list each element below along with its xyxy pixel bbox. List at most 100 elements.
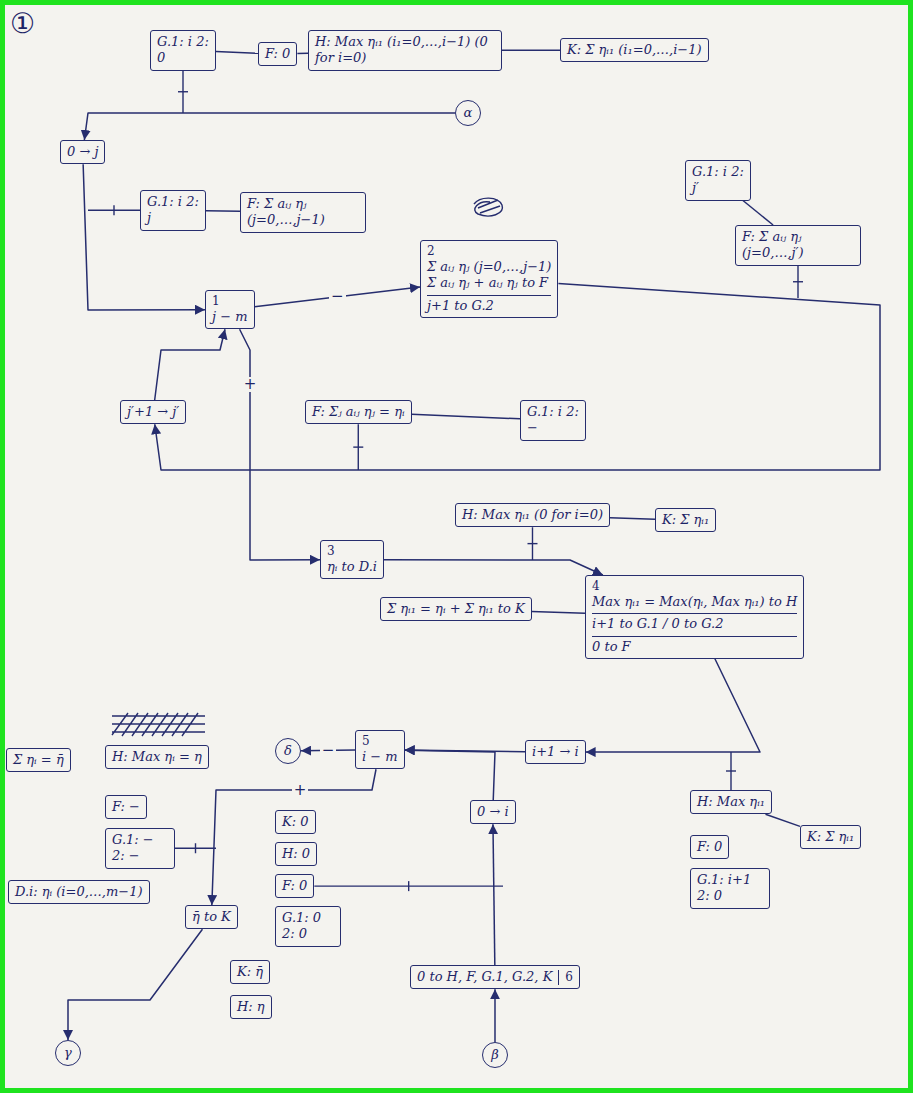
box-text: F: Σⱼ aᵢⱼ ηⱼ = ηᵢ xyxy=(312,404,405,420)
box-text: G.1: 0 2: 0 xyxy=(282,910,334,943)
storage-box: K: 0 xyxy=(275,810,316,834)
box-text: i+1 → i xyxy=(532,744,579,760)
alternative-box: 5i − m xyxy=(355,730,405,769)
page-number: ① xyxy=(10,10,35,38)
flow-arrow xyxy=(494,989,496,1042)
box-text: η̄ to K xyxy=(192,909,231,925)
flow-lines xyxy=(68,50,880,1042)
box-text: F: 0 xyxy=(282,878,307,894)
branch-sign: − xyxy=(320,743,337,758)
storage-leader xyxy=(175,843,216,853)
flow-arrow xyxy=(84,113,455,140)
storage-leader xyxy=(314,881,503,891)
box-text: δ xyxy=(284,743,292,759)
box-text: β xyxy=(491,1047,499,1063)
box-text: F: − xyxy=(112,799,140,815)
storage-link xyxy=(412,414,520,419)
storage-box: G.1: i+1 2: 0 xyxy=(690,868,770,909)
connector-circle: γ xyxy=(55,1040,81,1066)
box-text: G.1: i 2: j′ xyxy=(692,164,744,197)
box-text: Σ ηᵢ = η̄ xyxy=(13,752,64,768)
box-text: G.1: i+1 2: 0 xyxy=(697,872,763,905)
storage-leader xyxy=(793,266,803,299)
storage-leader xyxy=(527,527,537,560)
storage-link xyxy=(532,612,585,614)
box-text: i − m xyxy=(362,749,398,765)
flow-arrow xyxy=(255,287,420,307)
crossed-out-hatch xyxy=(112,713,205,736)
substitution-box: i+1 → i xyxy=(525,740,586,764)
storage-box: F: 0 xyxy=(275,874,314,898)
box-number: 4 xyxy=(592,579,797,594)
branch-sign: + xyxy=(242,377,259,392)
box-text: K: η̄ xyxy=(237,964,263,980)
flow-arrow xyxy=(384,560,603,575)
flow-arrow xyxy=(586,659,760,752)
operation-box: η̄ to K xyxy=(185,905,238,929)
storage-link xyxy=(743,201,773,226)
tick-mark xyxy=(353,446,363,447)
flow-arrow xyxy=(83,164,205,310)
storage-box: F: Σ aᵢⱼ ηⱼ (j=0,…,j−1) xyxy=(240,192,366,233)
box-text: 0 → j xyxy=(67,144,98,160)
box-text: Σ aᵢⱼ ηⱼ + aᵢⱼ ηⱼ to F xyxy=(427,275,551,291)
tick-mark xyxy=(726,770,736,771)
box-text: H: Max ηᵢ₁ xyxy=(697,794,765,810)
box-text: F: 0 xyxy=(697,839,722,855)
operation-box: 4Max ηᵢ₁ = Max(ηᵢ, Max ηᵢ₁) to Hi+1 to G… xyxy=(585,575,804,659)
storage-box: G.1: i 2: j xyxy=(140,190,206,231)
box-text: j′+1 → j′ xyxy=(127,404,179,420)
box-text: G.1: i 2: − xyxy=(527,404,579,437)
box-text: F: Σ aᵢⱼ ηⱼ (j=0,…,j′) xyxy=(742,229,854,262)
connector-circle: δ xyxy=(275,738,301,764)
box-text: H: Max ηᵢ₁ (0 for i=0) xyxy=(462,507,603,523)
box-text: K: 0 xyxy=(282,814,309,830)
connector-circle: β xyxy=(482,1042,508,1068)
box-text: H: Max ηᵢ₁ (i₁=0,…,i−1) (0 for i=0) xyxy=(315,34,495,67)
storage-box: G.1: i 2: 0 xyxy=(150,30,216,71)
storage-box: K: Σ ηᵢ₁ xyxy=(800,825,861,849)
storage-leader xyxy=(88,205,140,215)
box-text: H: 0 xyxy=(282,846,310,862)
storage-box: G.1: i 2: j′ xyxy=(685,160,751,201)
tick-mark xyxy=(408,881,409,891)
storage-box: H: Max ηᵢ₁ xyxy=(690,790,772,814)
storage-box: F: Σ aᵢⱼ ηⱼ (j=0,…,j′) xyxy=(735,225,861,266)
box-text: H: η xyxy=(237,999,265,1015)
box-text: 0 to F xyxy=(592,636,797,655)
tick-mark xyxy=(527,543,537,544)
box-text: j − m xyxy=(212,309,248,325)
box-text: Σ ηᵢ₁ = ηᵢ + Σ ηᵢ₁ to K xyxy=(387,601,525,617)
operation-box: 0 to H, F, G.1, G.2, K6 xyxy=(410,965,580,989)
box-text: G.1: i 2: 0 xyxy=(157,34,209,67)
storage-box: H: Max ηᵢ₁ (i₁=0,…,i−1) (0 for i=0) xyxy=(308,30,502,71)
box-text: ηᵢ to D.i xyxy=(327,559,377,575)
flow-arrow xyxy=(212,769,376,905)
box-text: G.1: i 2: j xyxy=(147,194,199,227)
flow-arrow xyxy=(240,329,320,560)
tick-mark xyxy=(793,281,803,282)
box-text: D.i: ηᵢ (i=0,…,m−1) xyxy=(15,884,143,900)
box-text: α xyxy=(464,105,473,121)
tick-mark xyxy=(195,843,196,853)
storage-link xyxy=(297,52,308,54)
storage-box: F: − xyxy=(105,795,147,819)
flow-arrow xyxy=(493,824,495,965)
storage-link xyxy=(206,210,240,212)
storage-box: H: η xyxy=(230,995,272,1019)
connector-circle: α xyxy=(455,100,481,126)
storage-box: H: Max ηᵢ₁ (0 for i=0) xyxy=(455,503,610,527)
box-text: γ xyxy=(64,1045,72,1061)
storage-leader xyxy=(353,424,363,470)
alternative-box: 1j − m xyxy=(205,290,255,329)
box-text: G.1: − 2: − xyxy=(112,832,168,865)
tick-mark xyxy=(113,205,114,215)
storage-box: Σ ηᵢ = η̄ xyxy=(6,748,71,772)
flow-arrow xyxy=(405,750,495,800)
tick-mark xyxy=(178,91,188,92)
substitution-box: 0 → j xyxy=(60,140,105,164)
